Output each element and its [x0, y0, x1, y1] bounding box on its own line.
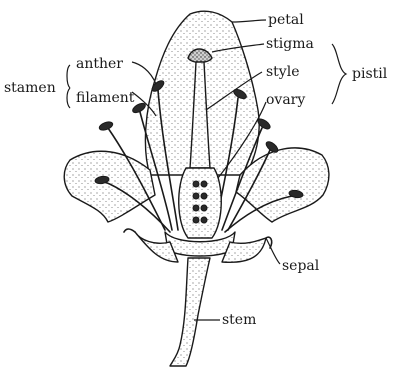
label-stigma: stigma — [266, 36, 314, 52]
left-petal — [64, 151, 155, 222]
label-filament: filament — [76, 90, 135, 106]
ovary-shape — [179, 168, 222, 238]
label-anther: anther — [76, 56, 123, 72]
label-stamen: stamen — [4, 80, 56, 96]
label-petal: petal — [268, 12, 304, 28]
label-style: style — [266, 64, 299, 80]
label-ovary: ovary — [266, 92, 305, 108]
label-pistil: pistil — [352, 66, 388, 82]
label-sepal: sepal — [282, 258, 320, 274]
label-stem: stem — [222, 312, 256, 328]
stem-shape — [170, 258, 210, 366]
